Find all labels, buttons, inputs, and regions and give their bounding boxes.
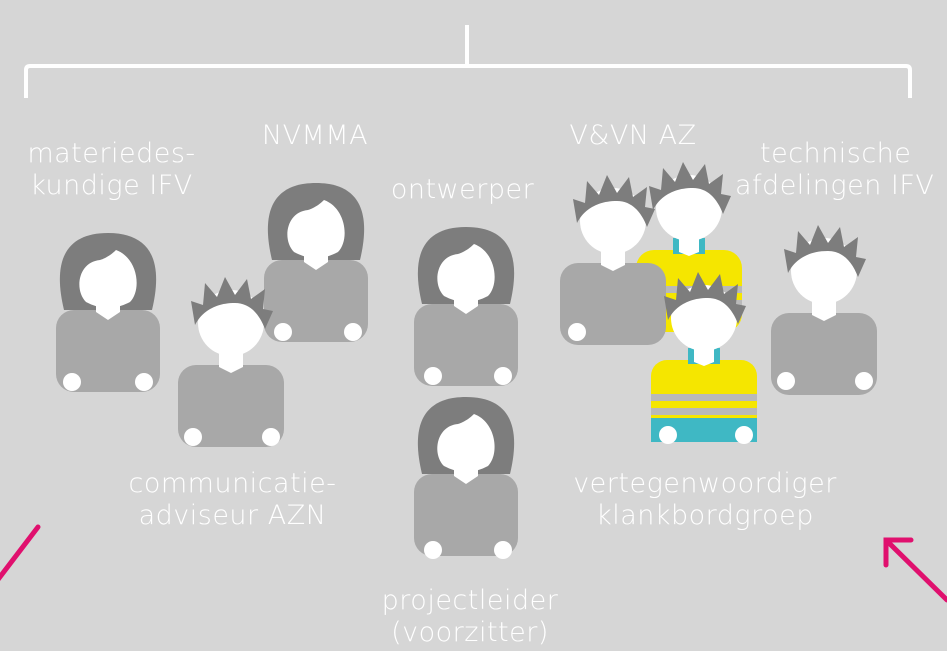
label-communicatie-line2: adviseur AZN — [138, 500, 327, 531]
person-nvmma-icon — [264, 183, 368, 342]
label-technische: technische afdelingen IFV — [730, 138, 947, 202]
team-bracket — [24, 25, 912, 98]
label-materiedeskundige: materiedes- kundige IFV — [14, 138, 209, 202]
label-materiedeskundige-line1: materiedes- — [27, 138, 196, 169]
label-vertegenwoordiger-line1: vertegenwoordiger — [573, 468, 837, 499]
person-technische-icon — [771, 225, 877, 395]
label-projectleider: projectleider (voorzitter) — [360, 585, 580, 649]
person-vvn-icon — [560, 175, 666, 345]
label-vvn-az: V&VN AZ — [552, 120, 714, 152]
label-vvn-az-text: V&VN AZ — [569, 120, 697, 151]
label-communicatie: communicatie- adviseur AZN — [110, 468, 355, 532]
person-projectleider-icon — [414, 397, 518, 559]
label-technische-line1: technische — [760, 138, 912, 169]
person-ontwerper-icon — [414, 227, 518, 386]
label-technische-line2: afdelingen IFV — [735, 170, 935, 201]
label-nvmma-text: NVMMA — [261, 120, 369, 151]
label-communicatie-line1: communicatie- — [128, 468, 337, 499]
label-ontwerper-text: ontwerper — [390, 174, 535, 205]
person-klankbordgroep-vest-icon — [651, 272, 757, 444]
label-vertegenwoordiger-line2: klankbordgroep — [596, 500, 814, 531]
label-vertegenwoordiger: vertegenwoordiger klankbordgroep — [555, 468, 855, 532]
person-materiedeskundige-icon — [56, 233, 160, 392]
label-nvmma: NVMMA — [240, 120, 390, 152]
label-ontwerper: ontwerper — [380, 174, 545, 206]
arrow-left-icon — [0, 524, 41, 582]
label-projectleider-line2: (voorzitter) — [391, 617, 549, 648]
person-communicatie-icon — [178, 277, 284, 447]
arrow-right-icon — [883, 537, 947, 603]
label-materiedeskundige-line2: kundige IFV — [30, 170, 193, 201]
label-projectleider-line1: projectleider — [381, 585, 559, 616]
